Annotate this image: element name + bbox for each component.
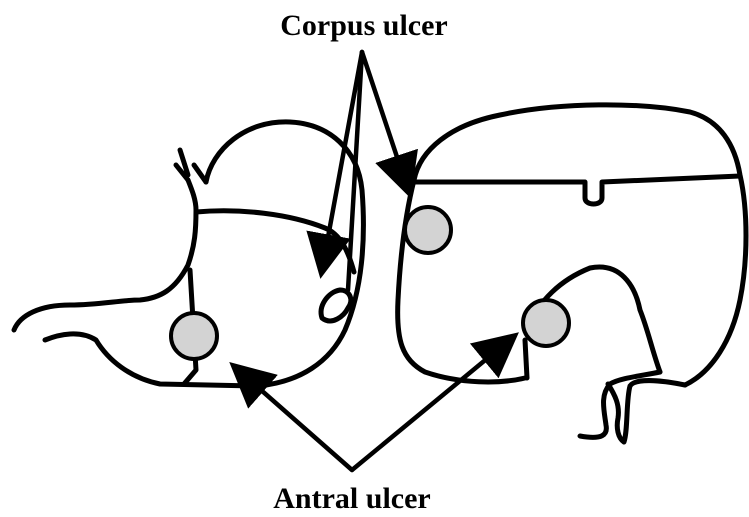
corpus-arrows bbox=[322, 52, 408, 290]
corpus-ulcer-label: Corpus ulcer bbox=[280, 9, 448, 42]
right-antral-ulcer bbox=[523, 300, 569, 346]
antral-arrows bbox=[236, 338, 512, 470]
right-corpus-ulcer bbox=[405, 207, 451, 253]
antral-ulcer-label: Antral ulcer bbox=[273, 482, 430, 515]
left-antral-ulcer bbox=[171, 313, 217, 359]
